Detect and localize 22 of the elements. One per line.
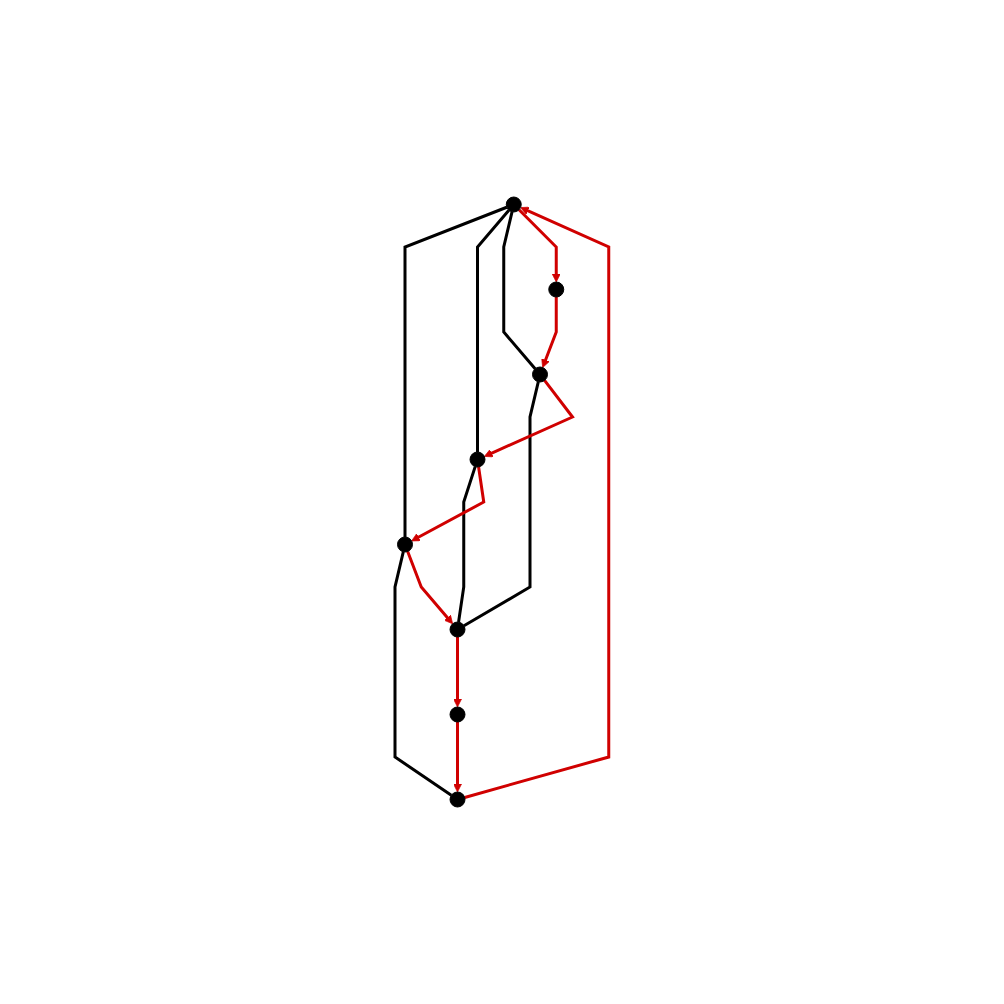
- connector: [393, 551, 453, 797]
- arrow: [453, 637, 463, 708]
- arrow: [518, 208, 561, 283]
- connector: [463, 381, 540, 627]
- node-circle: [449, 791, 466, 808]
- arrow: [411, 466, 486, 542]
- node-circle: [449, 706, 466, 723]
- node-circle: [469, 451, 486, 468]
- node-circle: [397, 536, 414, 553]
- arrow: [406, 550, 454, 625]
- arrow: [541, 297, 558, 368]
- arrow: [464, 206, 611, 799]
- arrow: [453, 722, 463, 793]
- node-circle: [548, 281, 565, 298]
- arrow: [484, 379, 575, 458]
- connector: [502, 211, 537, 370]
- connector: [476, 209, 511, 452]
- connector: [457, 466, 477, 623]
- node-circle: [505, 196, 522, 213]
- node-circle: [449, 621, 466, 638]
- connector: [403, 205, 508, 537]
- node-circle: [532, 366, 549, 383]
